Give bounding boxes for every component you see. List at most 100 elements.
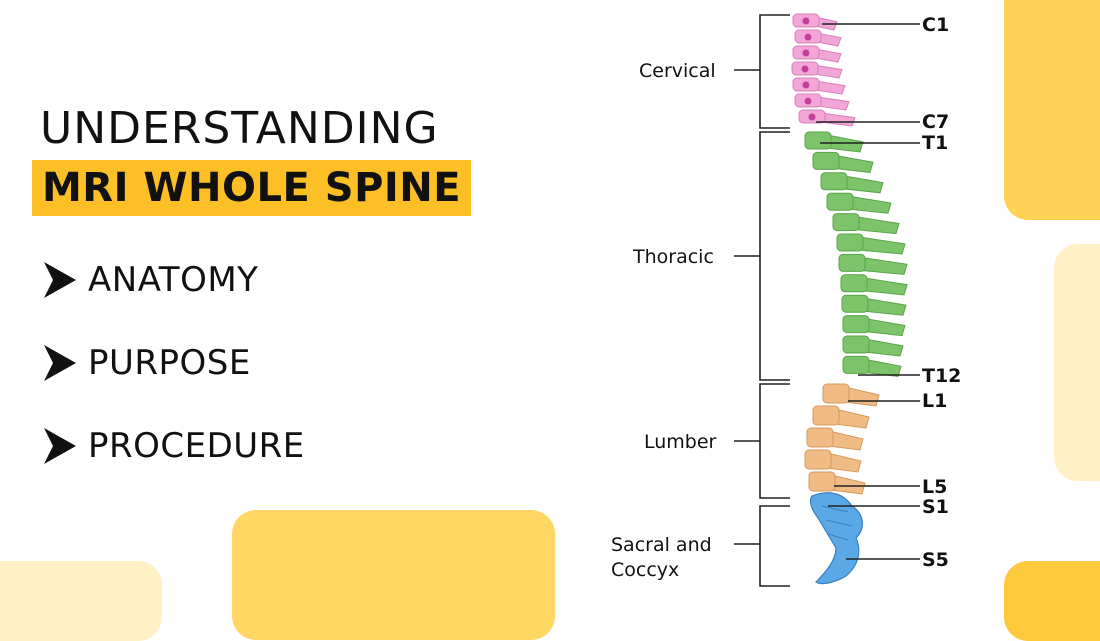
region-label-lumbar: Lumber <box>644 431 717 453</box>
bracket-cervical <box>759 14 790 129</box>
sacrum-coccyx <box>809 492 863 585</box>
vertebra-process <box>830 474 866 495</box>
vertebra-process <box>854 216 900 235</box>
vertebra <box>841 294 907 316</box>
vertebra-label-c1: C1 <box>922 14 949 36</box>
vertebra-body <box>804 449 832 470</box>
vertebra-body <box>842 355 870 374</box>
topic-list: ANATOMY PURPOSE PROCEDURE <box>42 256 305 505</box>
vertebra-process <box>864 358 902 377</box>
vertebral-column <box>791 13 908 495</box>
vertebra <box>792 45 842 63</box>
vertebra-body <box>838 253 866 272</box>
topic-label: ANATOMY <box>88 260 259 300</box>
vertebra-body <box>832 213 860 232</box>
vertebra-label-t12: T12 <box>922 365 961 387</box>
vertebra-foramen <box>801 65 809 73</box>
vertebra <box>806 427 864 451</box>
sacrum-ridges <box>821 505 853 541</box>
topic-item-procedure: PROCEDURE <box>42 422 305 470</box>
vertebra-process <box>820 112 856 127</box>
vertebra-process <box>862 277 908 296</box>
decorative-block-top-right <box>1004 0 1100 220</box>
vertebra-label-c7: C7 <box>922 111 949 133</box>
vertebra <box>792 13 838 31</box>
topic-label: PURPOSE <box>88 343 251 383</box>
vertebra-process <box>858 236 906 255</box>
vertebra <box>842 335 904 357</box>
vertebra-process <box>834 154 874 173</box>
vertebra-process <box>864 338 904 357</box>
vertebra-process <box>860 256 908 275</box>
vertebra-body <box>842 315 870 334</box>
vertebra <box>798 109 856 127</box>
vertebra-body <box>820 172 848 191</box>
vertebra-body <box>836 233 864 252</box>
vertebra <box>804 131 864 153</box>
vertebra-body <box>841 294 869 313</box>
region-brackets <box>734 14 790 587</box>
decorative-block-right <box>1054 244 1100 481</box>
vertebra-foramen <box>808 113 816 121</box>
vertebra <box>820 172 884 194</box>
vertebra-foramen <box>804 33 812 41</box>
vertebra-body <box>806 427 834 448</box>
vertebra-label-t1: T1 <box>922 132 948 154</box>
vertebra <box>840 274 908 296</box>
vertebra-label-l1: L1 <box>922 390 947 412</box>
vertebra <box>812 151 874 173</box>
vertebra-label-s1: S1 <box>922 496 949 518</box>
vertebra-pointers <box>816 23 920 560</box>
vertebra-process <box>864 318 906 337</box>
vertebra-foramen <box>804 97 812 105</box>
vertebra-label-s5: S5 <box>922 549 949 571</box>
vertebra <box>832 213 900 235</box>
vertebra <box>842 315 906 337</box>
chevron-right-icon <box>44 345 76 381</box>
spine-diagram: Cervical Thoracic Lumber Sacral and Cocc… <box>611 13 961 587</box>
vertebra-process <box>842 175 884 194</box>
page-title-line-2: MRI WHOLE SPINE <box>32 160 472 216</box>
bracket-sacral <box>759 505 790 587</box>
vertebra-body <box>812 405 840 426</box>
topic-label: PROCEDURE <box>88 426 305 466</box>
vertebra <box>826 192 892 214</box>
vertebra <box>842 355 902 377</box>
vertebra-label-l5: L5 <box>922 476 947 498</box>
vertebra-body <box>842 335 870 354</box>
vertebra-body <box>826 192 854 211</box>
vertebra <box>822 383 880 407</box>
vertebra-foramen <box>802 17 810 25</box>
vertebra-body <box>808 471 836 492</box>
bracket-lumbar <box>759 383 790 499</box>
vertebra-process <box>844 386 880 407</box>
vertebra <box>794 93 850 111</box>
region-label-sacral: Sacral and <box>611 534 712 556</box>
vertebra-body <box>822 383 850 404</box>
region-label-thoracic: Thoracic <box>632 246 714 268</box>
vertebra <box>792 77 846 95</box>
vertebra-body <box>804 131 832 150</box>
vertebra-body <box>812 151 840 170</box>
topic-item-purpose: PURPOSE <box>42 339 305 387</box>
vertebra <box>812 405 870 429</box>
vertebra-process <box>848 195 892 214</box>
vertebra-foramen <box>802 81 810 89</box>
vertebra <box>808 471 866 495</box>
vertebra <box>836 233 906 255</box>
chevron-right-icon <box>44 262 76 298</box>
vertebra-body <box>840 274 868 293</box>
vertebra <box>838 253 908 275</box>
topic-item-anatomy: ANATOMY <box>42 256 305 304</box>
vertebra-process <box>863 297 907 316</box>
vertebra <box>794 29 842 47</box>
bracket-thoracic <box>759 131 790 381</box>
chevron-right-icon <box>44 428 76 464</box>
region-label-coccyx: Coccyx <box>611 559 679 581</box>
vertebra-process <box>834 408 870 429</box>
vertebra-process <box>826 452 862 473</box>
vertebra <box>804 449 862 473</box>
page-title-line-1: UNDERSTANDING <box>40 103 439 154</box>
vertebra-process <box>816 96 850 111</box>
region-label-cervical: Cervical <box>639 60 716 82</box>
